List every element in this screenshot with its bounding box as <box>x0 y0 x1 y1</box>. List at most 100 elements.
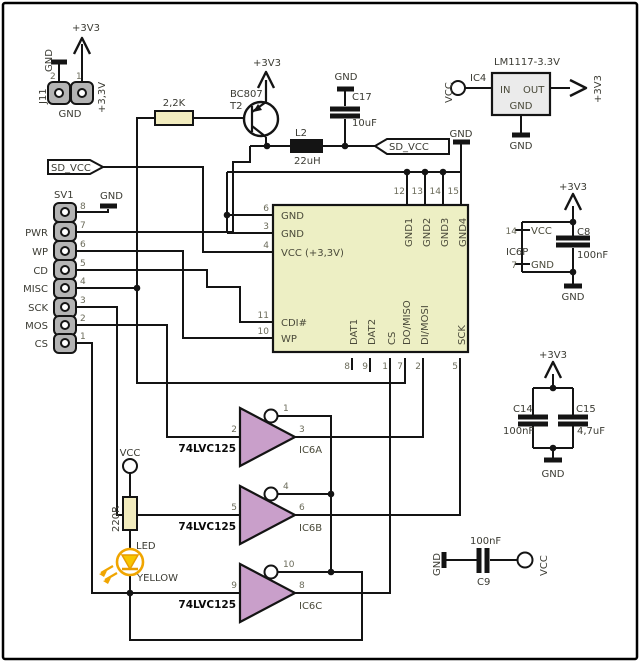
net-label-cs: CS <box>35 339 48 350</box>
flag-label: SD_VCC <box>389 142 429 153</box>
buffer-ref: IC6B <box>299 523 322 534</box>
sv1-hole <box>60 283 70 293</box>
sv1-pin-number: 5 <box>80 259 86 269</box>
j11-pin1-hole <box>77 88 87 98</box>
ic4-ref: IC4 <box>470 73 486 84</box>
led-icon <box>115 547 145 577</box>
bank-rail-label: +3V3 <box>539 350 567 361</box>
card-pin-number: 13 <box>412 187 423 197</box>
buffer-out-pin: 3 <box>299 425 305 435</box>
ic6p-pin7: 7 <box>511 261 517 271</box>
buffer-in-pin: 5 <box>231 503 237 513</box>
j11-pin1-number: 1 <box>76 72 82 82</box>
card-pin-label: GND <box>281 211 304 222</box>
t2-rail-label: +3V3 <box>253 58 281 69</box>
card-pin-number: 5 <box>452 362 458 372</box>
net-label-mos: MOS <box>25 321 48 332</box>
sv1-pin-number: 6 <box>80 240 86 250</box>
junction-dots <box>126 142 577 597</box>
card-pin-label: DI/MOSI <box>420 305 431 345</box>
buffer-ref: IC6C <box>299 601 322 612</box>
buffer-in-pin: 2 <box>231 425 237 435</box>
c9-value: 100nF <box>470 536 501 547</box>
card-pin-label: DAT1 <box>349 319 360 345</box>
ic6p-pin14: 14 <box>506 227 518 237</box>
card-pin-label: CDI# <box>281 318 307 329</box>
up-arrow-icon <box>72 36 588 379</box>
junction <box>263 142 271 150</box>
sv1-ref: SV1 <box>54 190 74 201</box>
capacitor-c9: 100nF GND C9 VCC <box>432 536 550 588</box>
buffer-out-pin: 8 <box>299 581 305 591</box>
j11-gnd-label: GND <box>59 109 82 120</box>
ic6p-gnd2-label: GND <box>562 292 585 303</box>
junction <box>341 142 349 150</box>
flag-label: SD_VCC <box>51 163 91 174</box>
buffer-ic6c: 10 9 8 IC6C 74LVC125 <box>178 560 322 624</box>
flag-sd-vcc-left: SD_VCC <box>47 159 106 175</box>
sd-card-socket: 6 3 4 11 10 GND GND VCC (+3,3V) CDI# WP … <box>258 187 470 372</box>
flag-shape <box>47 159 106 175</box>
t2-ref: T2 <box>229 101 242 112</box>
led-diode-triangle <box>120 554 140 571</box>
buffer-en-pin: 1 <box>283 404 289 414</box>
c9-gnd-label: GND <box>432 553 443 576</box>
junction <box>133 284 141 292</box>
buffer-in-pin: 9 <box>231 581 237 591</box>
card-pin-number: 10 <box>258 327 270 337</box>
ic4-rail-label: +3V3 <box>593 75 604 103</box>
card-top-gnd-label: GND <box>450 129 473 140</box>
transistor-t2: BC807 T2 +3V3 <box>229 58 281 138</box>
card-pin-number: 6 <box>263 204 269 214</box>
ic4-out-label: OUT <box>523 85 545 96</box>
net-label-wp: WP <box>32 247 48 258</box>
ic4-in-label: IN <box>500 85 510 96</box>
transistor-body <box>242 100 280 138</box>
j11-ref: J11 <box>38 88 49 105</box>
ic6p-vcc-label: VCC <box>531 226 552 237</box>
j11-pin2-hole <box>54 88 64 98</box>
buffer-en-pin: 4 <box>283 482 289 492</box>
bank-gnd-label: GND <box>542 469 565 480</box>
c17-gnd-label: GND <box>335 72 358 83</box>
ic6p-gnd-label: GND <box>531 260 554 271</box>
ic4-vcc-label: VCC <box>444 82 455 103</box>
sv1-pin-number: 2 <box>80 314 86 324</box>
regulator-body <box>490 71 552 117</box>
sv1-hole <box>60 227 70 237</box>
c8-ref: C8 <box>577 227 590 238</box>
net-label-misc: MISC <box>23 284 48 295</box>
resistor-220r-value: 220R <box>111 506 122 532</box>
net-label-pwr: PWR <box>25 228 48 239</box>
c17-ref: C17 <box>352 92 372 103</box>
ic6p-ref: IC6P <box>506 247 528 258</box>
sv1-pin-number: 4 <box>80 277 86 287</box>
junction <box>421 168 429 176</box>
buffer-part-label: 74LVC125 <box>178 521 236 533</box>
c15-ref: C15 <box>576 404 596 415</box>
t2-part: BC807 <box>230 89 263 100</box>
led-label: LED <box>136 541 156 552</box>
card-pin-label: GND <box>281 229 304 240</box>
inductor-body <box>290 139 323 153</box>
card-pin-number: 3 <box>263 222 269 232</box>
card-pin-label: SCK <box>457 325 468 345</box>
connector-sv1: SV1 GND 8 7 6 5 4 3 2 1 PWR WP CD MISC S… <box>23 190 123 354</box>
sv1-hole <box>60 246 70 256</box>
buffer-out-pin: 6 <box>299 503 305 513</box>
enable-bubble-icon <box>263 486 279 502</box>
led-arrowhead <box>103 578 111 584</box>
vcc-pin-circle <box>450 80 466 96</box>
capacitor-plates <box>330 106 590 573</box>
sv1-pin-number: 7 <box>80 221 86 231</box>
sv1-pin-number: 8 <box>80 202 86 212</box>
led-branch: VCC 220R LED YELLOW <box>99 448 178 584</box>
sv1-hole <box>60 207 70 217</box>
junction <box>126 589 134 597</box>
l2-ref: L2 <box>295 128 307 139</box>
buffer-ic6b: 4 5 6 IC6B 74LVC125 <box>178 482 322 546</box>
card-pin-number: 4 <box>263 241 269 251</box>
card-pin-number: 12 <box>394 187 405 197</box>
card-pin-label: VCC (+3,3V) <box>281 248 344 259</box>
